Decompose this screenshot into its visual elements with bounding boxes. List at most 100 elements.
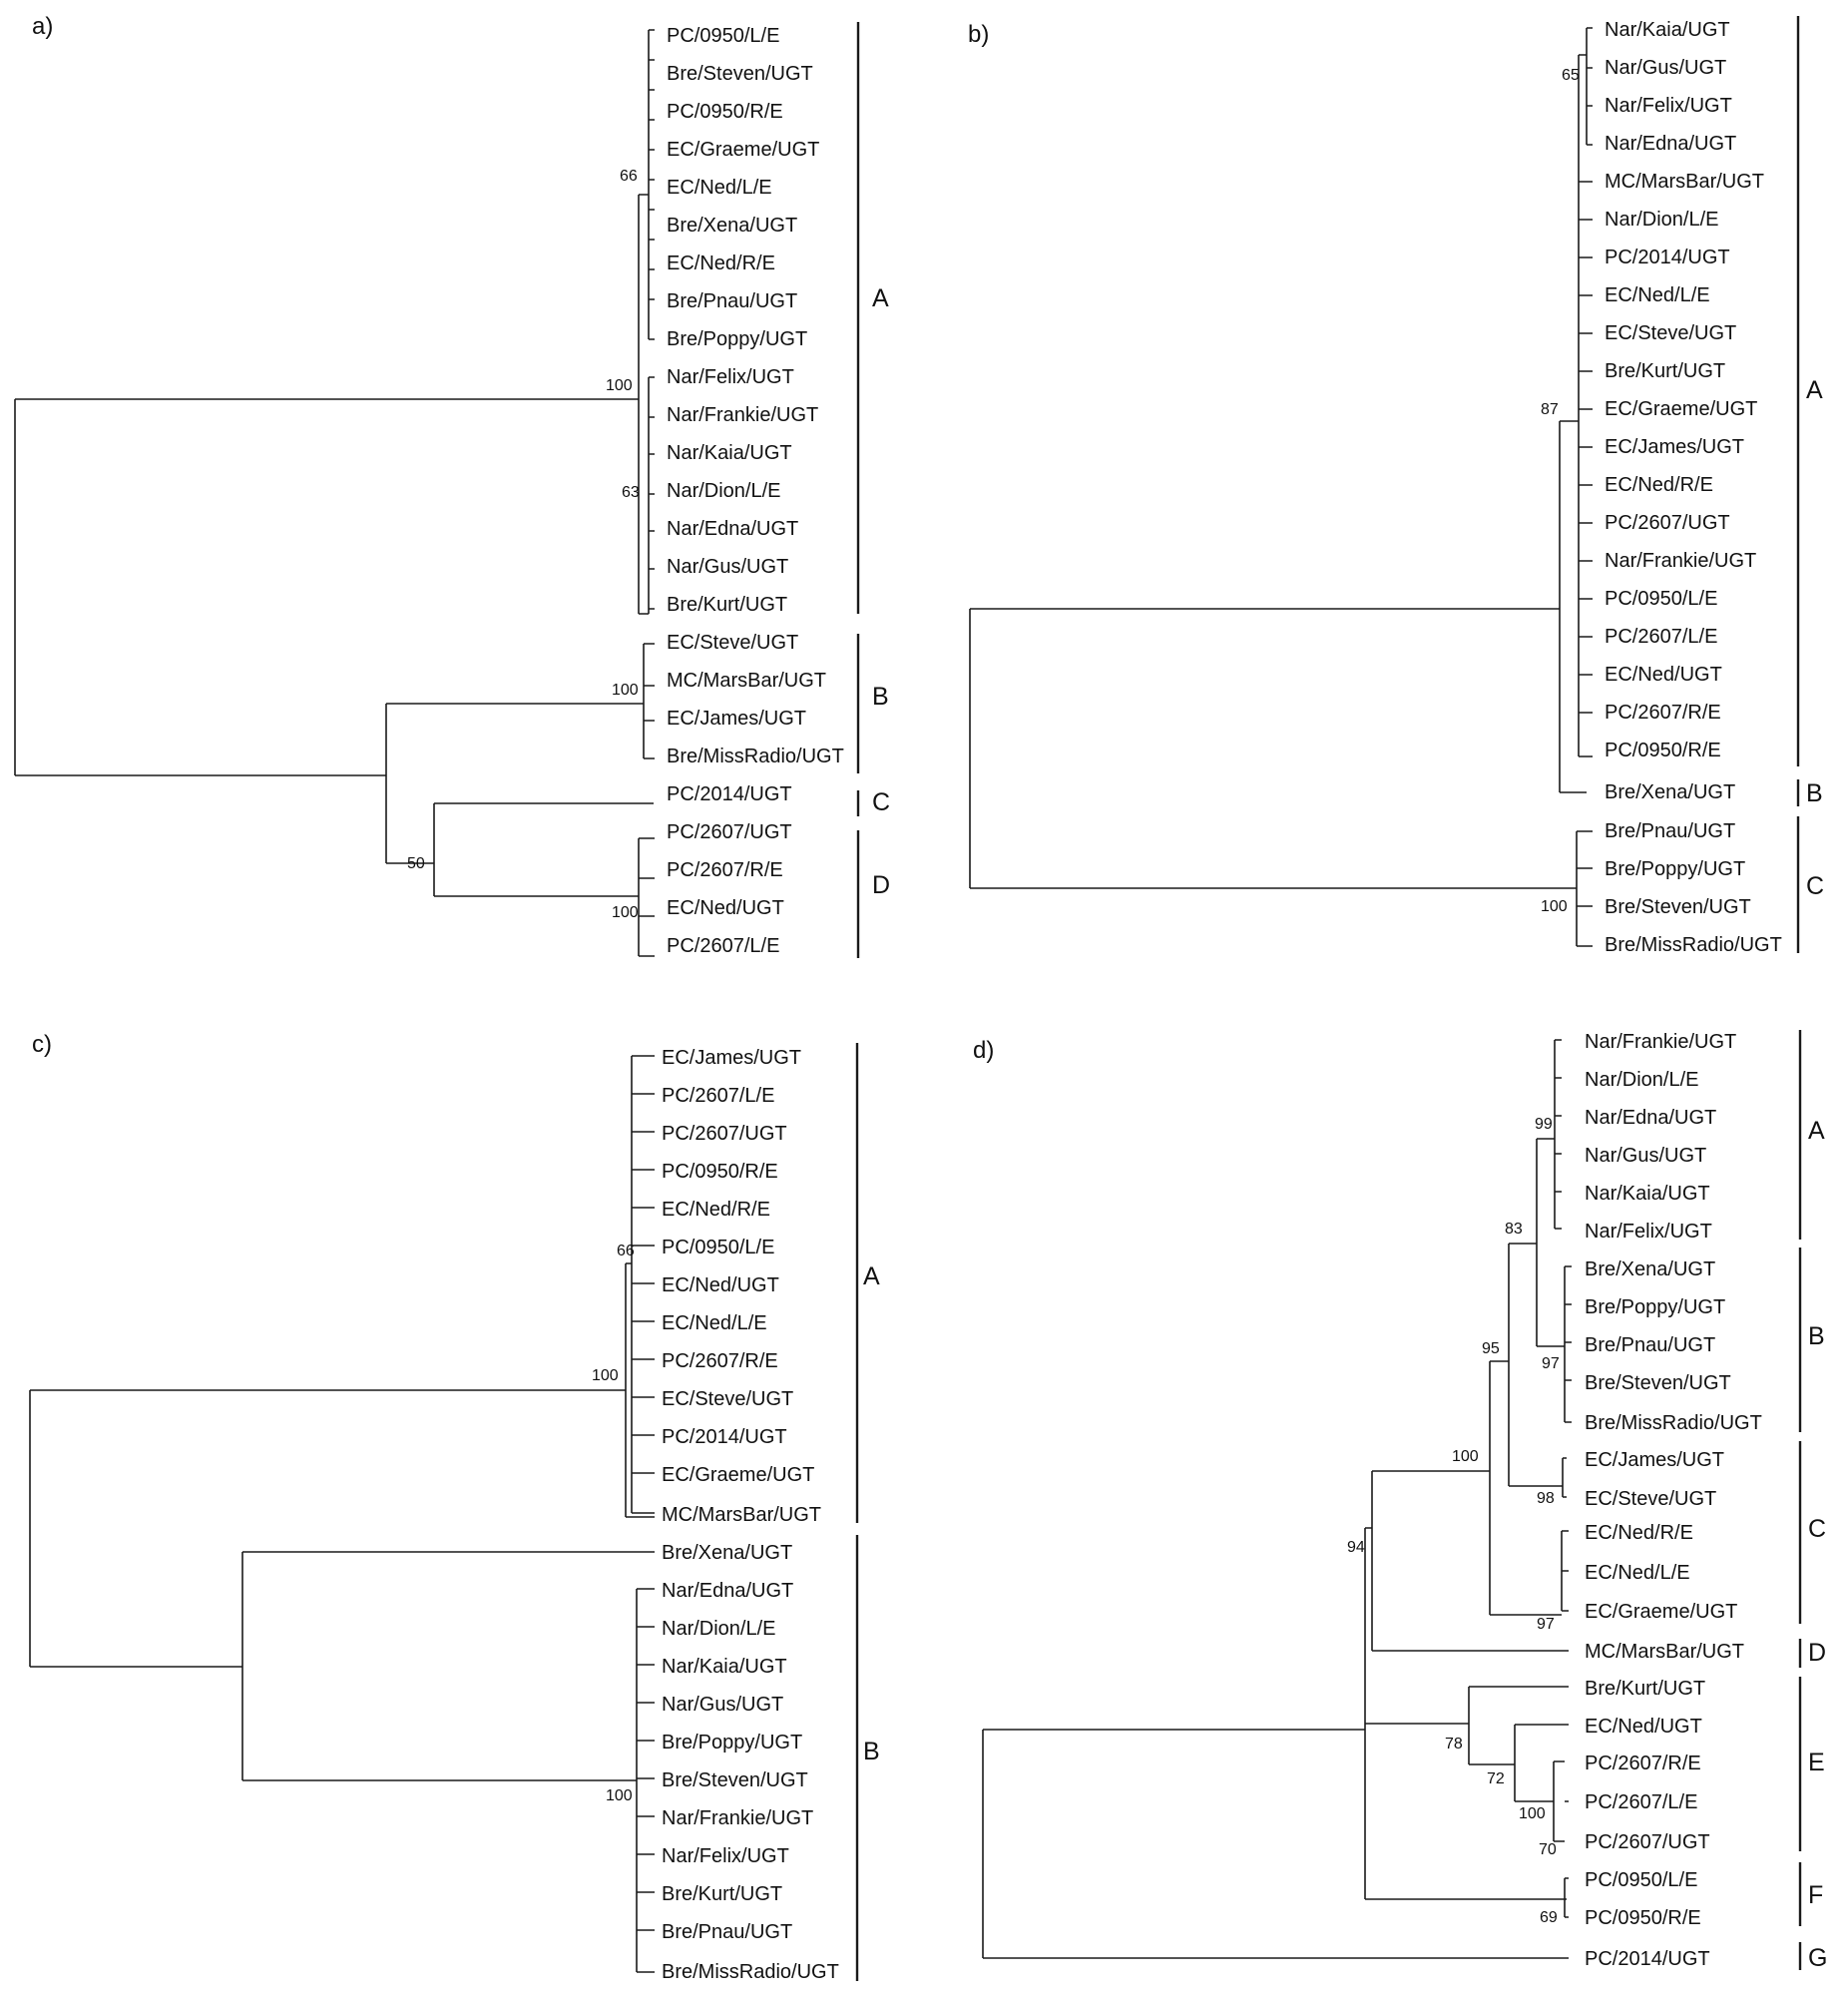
taxon-label: Nar/Dion/L/E <box>667 480 781 502</box>
taxon-label: EC/Ned/L/E <box>662 1312 767 1334</box>
taxon-label: PC/2607/R/E <box>667 859 783 881</box>
taxon-label: Nar/Felix/UGT <box>667 366 794 388</box>
clade-label: B <box>1806 779 1823 807</box>
support-value: 97 <box>1537 1616 1555 1633</box>
taxon-label: Bre/Pnau/UGT <box>662 1921 792 1943</box>
taxon-label: Bre/Steven/UGT <box>667 63 813 85</box>
taxon-label: EC/Ned/L/E <box>667 177 772 199</box>
taxon-label: Nar/Frankie/UGT <box>1585 1031 1736 1053</box>
clade-label: D <box>1808 1639 1826 1667</box>
panel-label: c) <box>32 1031 52 1058</box>
taxon-label: PC/2014/UGT <box>662 1426 787 1448</box>
taxon-label: Nar/Frankie/UGT <box>662 1807 813 1829</box>
taxon-label: PC/0950/R/E <box>662 1161 778 1183</box>
taxon-label: Nar/Edna/UGT <box>1605 133 1736 155</box>
taxon-label: PC/2607/L/E <box>662 1085 774 1107</box>
support-value: 87 <box>1541 401 1559 418</box>
taxon-label: Nar/Gus/UGT <box>667 556 788 578</box>
support-value: 100 <box>606 1787 633 1804</box>
taxon-label: Bre/Xena/UGT <box>1605 781 1735 803</box>
taxon-label: Nar/Kaia/UGT <box>667 442 792 464</box>
support-value: 95 <box>1482 1340 1500 1357</box>
support-values: 66 100 100 <box>592 1243 635 1804</box>
taxon-label: Bre/Kurt/UGT <box>1585 1678 1705 1700</box>
taxon-label: EC/Graeme/UGT <box>1605 398 1757 420</box>
taxon-label: PC/2607/R/E <box>662 1350 778 1372</box>
taxon-label: Nar/Frankie/UGT <box>1605 550 1756 572</box>
taxon-label: Bre/Kurt/UGT <box>667 594 787 616</box>
taxon-label: PC/2607/UGT <box>667 821 792 843</box>
taxon-label: Bre/Poppy/UGT <box>1585 1296 1725 1318</box>
clade-label: C <box>1808 1515 1826 1543</box>
support-value: 83 <box>1505 1221 1523 1238</box>
panel-label: b) <box>968 21 989 48</box>
taxon-label: Bre/MissRadio/UGT <box>1605 934 1782 956</box>
taxon-label: Nar/Gus/UGT <box>662 1694 783 1716</box>
taxon-label: EC/Ned/R/E <box>667 252 775 274</box>
taxon-label: PC/2014/UGT <box>1585 1948 1710 1970</box>
taxon-label: EC/Graeme/UGT <box>1585 1601 1737 1623</box>
taxon-label: PC/2607/UGT <box>1605 512 1730 534</box>
panel-label: a) <box>32 13 53 40</box>
taxon-label: MC/MarsBar/UGT <box>1585 1641 1744 1663</box>
tree-branches <box>29 1055 655 1973</box>
support-value: 70 <box>1539 1841 1557 1858</box>
clade-label: A <box>863 1262 880 1290</box>
taxon-label: PC/0950/L/E <box>1605 588 1717 610</box>
panel-d: d) Nar/Frankie/UGT Nar/Dion/L/E Nar/Edna… <box>973 1030 1827 1972</box>
taxon-label: Nar/Edna/UGT <box>1585 1107 1716 1129</box>
clade-labels: A B C D <box>872 284 890 899</box>
taxon-label: PC/2014/UGT <box>667 783 792 805</box>
taxon-label: Nar/Dion/L/E <box>1585 1069 1699 1091</box>
support-value: 66 <box>617 1243 635 1259</box>
taxon-label: MC/MarsBar/UGT <box>1605 171 1764 193</box>
taxon-label: Bre/Steven/UGT <box>1585 1372 1731 1394</box>
taxon-label: EC/Graeme/UGT <box>667 139 819 161</box>
taxon-label: EC/Ned/UGT <box>667 897 784 919</box>
taxon-label: Bre/MissRadio/UGT <box>662 1961 839 1983</box>
support-values: 66 100 63 100 50 100 <box>407 168 640 921</box>
taxon-label: EC/Ned/R/E <box>1585 1522 1693 1544</box>
support-value: 63 <box>622 484 640 501</box>
support-value: 66 <box>620 168 638 185</box>
clade-label: B <box>1808 1322 1825 1350</box>
taxon-label: Bre/Poppy/UGT <box>1605 858 1745 880</box>
taxon-label: Nar/Felix/UGT <box>1605 95 1732 117</box>
taxon-label: PC/0950/L/E <box>1585 1869 1697 1891</box>
taxon-label: Bre/Xena/UGT <box>662 1542 792 1564</box>
taxon-label: PC/2607/R/E <box>1605 702 1721 724</box>
taxon-label: EC/Ned/L/E <box>1605 284 1710 306</box>
support-value: 97 <box>1542 1355 1560 1372</box>
taxon-label: Nar/Felix/UGT <box>662 1845 789 1867</box>
taxon-label: Bre/Kurt/UGT <box>662 1883 782 1905</box>
clade-label: B <box>872 683 889 711</box>
taxon-label: MC/MarsBar/UGT <box>662 1504 821 1526</box>
taxon-label: PC/2607/UGT <box>662 1123 787 1145</box>
clade-label: A <box>1808 1117 1825 1145</box>
support-value: 100 <box>606 377 633 394</box>
taxon-label: EC/Steve/UGT <box>667 632 798 654</box>
taxon-label: EC/James/UGT <box>667 708 806 730</box>
support-values: 99 83 97 95 100 98 97 94 78 72 100 70 69 <box>1347 1116 1560 1926</box>
clade-label: C <box>1806 872 1824 900</box>
taxon-label: Nar/Kaia/UGT <box>662 1656 787 1678</box>
taxon-label: Bre/Pnau/UGT <box>1585 1334 1715 1356</box>
taxon-label: Bre/Steven/UGT <box>662 1769 808 1791</box>
taxon-label: Bre/Xena/UGT <box>667 215 797 237</box>
taxon-label: EC/Ned/UGT <box>662 1274 779 1296</box>
support-value: 98 <box>1537 1490 1555 1507</box>
panel-b: b) Nar/Kaia/UGT Nar/Gus/UGT Nar/Felix/UG… <box>968 16 1824 956</box>
panel-label: d) <box>973 1037 994 1064</box>
taxon-label: EC/Ned/R/E <box>1605 474 1713 496</box>
clade-label: F <box>1808 1881 1823 1909</box>
taxon-label: EC/Steve/UGT <box>1605 322 1736 344</box>
taxon-label: Nar/Gus/UGT <box>1585 1145 1706 1167</box>
taxon-label: Nar/Kaia/UGT <box>1605 19 1730 41</box>
taxon-label: EC/Ned/UGT <box>1605 664 1722 686</box>
support-value: 100 <box>612 682 639 699</box>
clade-labels: A B C <box>1806 376 1824 900</box>
support-value: 100 <box>1541 898 1568 915</box>
taxon-labels: PC/0950/L/E Bre/Steven/UGT PC/0950/R/E E… <box>667 25 844 957</box>
clade-label: A <box>872 284 889 312</box>
